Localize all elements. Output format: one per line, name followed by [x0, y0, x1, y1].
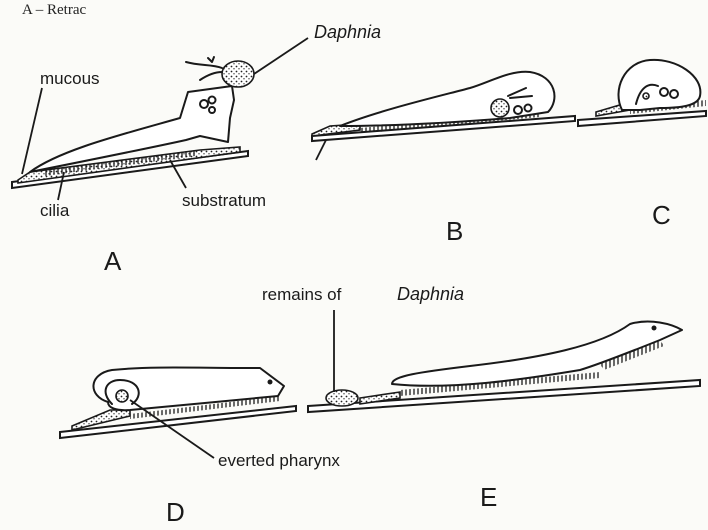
panel-label-b: B [446, 216, 463, 246]
stage-e-drawing [308, 322, 700, 412]
daphnia-label: Daphnia [314, 22, 381, 42]
mucous-label: mucous [40, 69, 100, 88]
leader-substratum-b [316, 140, 326, 160]
daphnia-antenna-a1 [186, 62, 222, 68]
panel-label-e: E [480, 482, 497, 512]
daphnia-antenna-a3 [208, 57, 214, 62]
pharynx-contents-d [116, 390, 128, 402]
eye-spot-e [652, 326, 657, 331]
engulfed-daphnia-c [643, 93, 649, 99]
panel-label-d: D [166, 497, 185, 527]
remains-label-prefix: remains of [262, 285, 342, 304]
remains-label-daphnia: Daphnia [397, 284, 464, 304]
stage-c-drawing [578, 60, 706, 126]
eye-spot-d [268, 380, 273, 385]
panel-label-a: A [104, 246, 122, 276]
planarian-body-c [618, 60, 700, 110]
top-caption: A – Retrac [22, 2, 86, 18]
stage-b-drawing [312, 72, 575, 141]
panel-label-c: C [652, 200, 671, 230]
daphnia-remains-e [326, 390, 358, 406]
daphnia-prey-a [222, 61, 254, 87]
substratum-label: substratum [182, 191, 266, 210]
stage-d-drawing [60, 368, 296, 439]
leader-daphnia [254, 38, 308, 74]
leader-mucous [22, 88, 42, 174]
cilia-label: cilia [40, 201, 70, 220]
everted-pharynx-label: everted pharynx [218, 451, 340, 470]
daphnia-antenna-a2 [200, 72, 222, 80]
engulfed-daphnia-b [491, 99, 509, 117]
